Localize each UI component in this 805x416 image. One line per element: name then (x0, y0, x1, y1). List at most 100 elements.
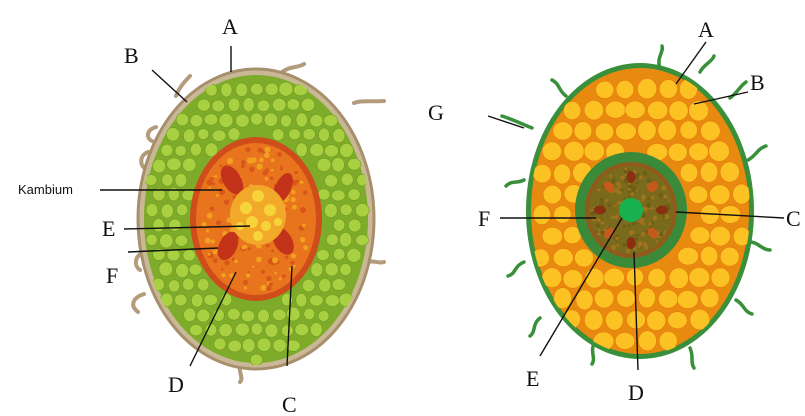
stele-cell (241, 245, 245, 249)
cell (596, 81, 614, 98)
cell (563, 270, 583, 289)
cell (356, 204, 370, 217)
cell (553, 249, 573, 267)
stele-cell (302, 224, 306, 228)
cell (325, 295, 339, 307)
stele-cell (635, 173, 640, 178)
stele-cell (646, 178, 651, 183)
cell (625, 101, 645, 118)
stele-cell (212, 183, 215, 186)
cell (177, 204, 188, 216)
cell (265, 83, 278, 96)
stele-cell (641, 232, 645, 236)
cell (340, 233, 352, 247)
cell (595, 123, 614, 141)
cell (169, 219, 181, 231)
stele-cell (662, 186, 667, 191)
cell (310, 114, 323, 127)
cell (161, 204, 173, 218)
left-label-a: A (222, 14, 238, 39)
cell (317, 250, 330, 261)
stele-cell (282, 274, 286, 278)
stele-cell (249, 167, 255, 173)
cell (228, 98, 240, 112)
cell (197, 99, 210, 111)
stele-cell (215, 175, 218, 178)
stele-cell (257, 164, 263, 170)
cell (214, 338, 226, 350)
cell (221, 83, 232, 97)
cell (176, 263, 189, 277)
left-label-f: F (106, 263, 118, 288)
cell (356, 235, 369, 246)
stele-cell (617, 202, 620, 205)
cell (236, 83, 248, 97)
stele-cell (637, 246, 640, 249)
stele-cell (665, 214, 670, 219)
cell (241, 310, 254, 322)
stele-cell (207, 213, 213, 219)
cell (296, 143, 307, 157)
cell (689, 143, 709, 161)
cell (287, 99, 300, 110)
stele-cell (270, 176, 274, 180)
stele-cell (290, 261, 294, 265)
stele-cell (642, 222, 645, 225)
cell (319, 128, 330, 142)
stele-cell (614, 188, 619, 193)
cell (153, 219, 164, 232)
cell (204, 114, 218, 125)
cell (251, 323, 262, 335)
cell (680, 121, 697, 139)
stele-cell (244, 286, 247, 289)
cell (325, 263, 338, 276)
cell (324, 115, 338, 127)
stele-cell (632, 222, 636, 226)
stele-cell (252, 266, 254, 268)
cell (658, 120, 677, 140)
cell (576, 290, 593, 310)
stele-cell (611, 245, 616, 250)
stele-cell (590, 212, 593, 215)
cell (585, 268, 604, 288)
cell (265, 324, 278, 338)
cell (638, 120, 656, 140)
cell (311, 263, 323, 277)
stele-cell (265, 177, 269, 181)
cell (669, 101, 688, 121)
stele-cell (247, 271, 249, 273)
cell (542, 142, 561, 161)
cell (340, 263, 351, 275)
stele-cell (643, 171, 647, 175)
right-pith (619, 198, 643, 222)
cell (669, 268, 688, 289)
cell (533, 165, 552, 183)
cell (175, 235, 188, 246)
stele-cell (243, 280, 248, 285)
cell (302, 279, 315, 292)
cell (647, 101, 667, 119)
cell (617, 289, 636, 307)
cell (605, 101, 625, 118)
cell (689, 186, 708, 204)
cell (183, 250, 196, 261)
cell (250, 354, 262, 366)
cell (324, 203, 337, 217)
cell (637, 79, 656, 99)
cell (257, 100, 270, 112)
cell (161, 144, 173, 156)
stele-cell (639, 176, 643, 180)
cell (296, 293, 307, 307)
cell (183, 158, 197, 172)
cell (584, 142, 604, 161)
right-label-d: D (628, 380, 644, 405)
cell (543, 185, 562, 204)
cell (162, 174, 173, 186)
cell (190, 324, 203, 335)
stele-cell (646, 203, 651, 208)
cell (219, 113, 233, 127)
stele-cell (296, 180, 299, 183)
cell (242, 339, 255, 353)
cell (289, 129, 301, 140)
vascular-bundle (627, 237, 636, 249)
